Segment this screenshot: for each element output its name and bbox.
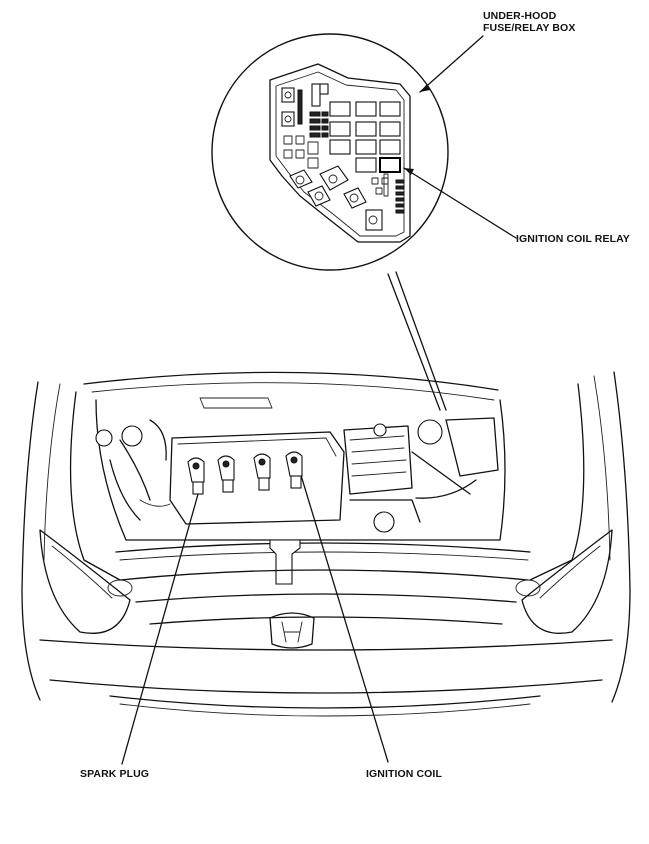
fuse-box-leader [419,35,484,93]
ignition-coil-relay-part [379,157,401,173]
fuse-box-inset [211,33,449,271]
mini-fuses [309,111,329,138]
fuse-box-label-line2: FUSE/RELAY BOX [483,22,576,34]
spark-plug-leader [121,479,203,765]
fuse-box-outline [269,63,411,243]
fuse-box-label: UNDER-HOOD FUSE/RELAY BOX [483,10,575,34]
fuse-box-label-line1: UNDER-HOOD [483,10,557,22]
relay-leader [403,167,517,239]
ignition-coil-relay-label: IGNITION COIL RELAY [516,233,630,245]
car-front [21,371,631,717]
ignition-coils [187,451,303,495]
inset-to-engine-line-2 [387,273,441,411]
spark-plug-label: SPARK PLUG [80,768,150,780]
relay-grid [329,101,401,173]
inset-to-engine-line-1 [395,271,447,411]
ignition-coil-label: IGNITION COIL [366,768,442,780]
honda-emblem-icon [269,612,315,649]
